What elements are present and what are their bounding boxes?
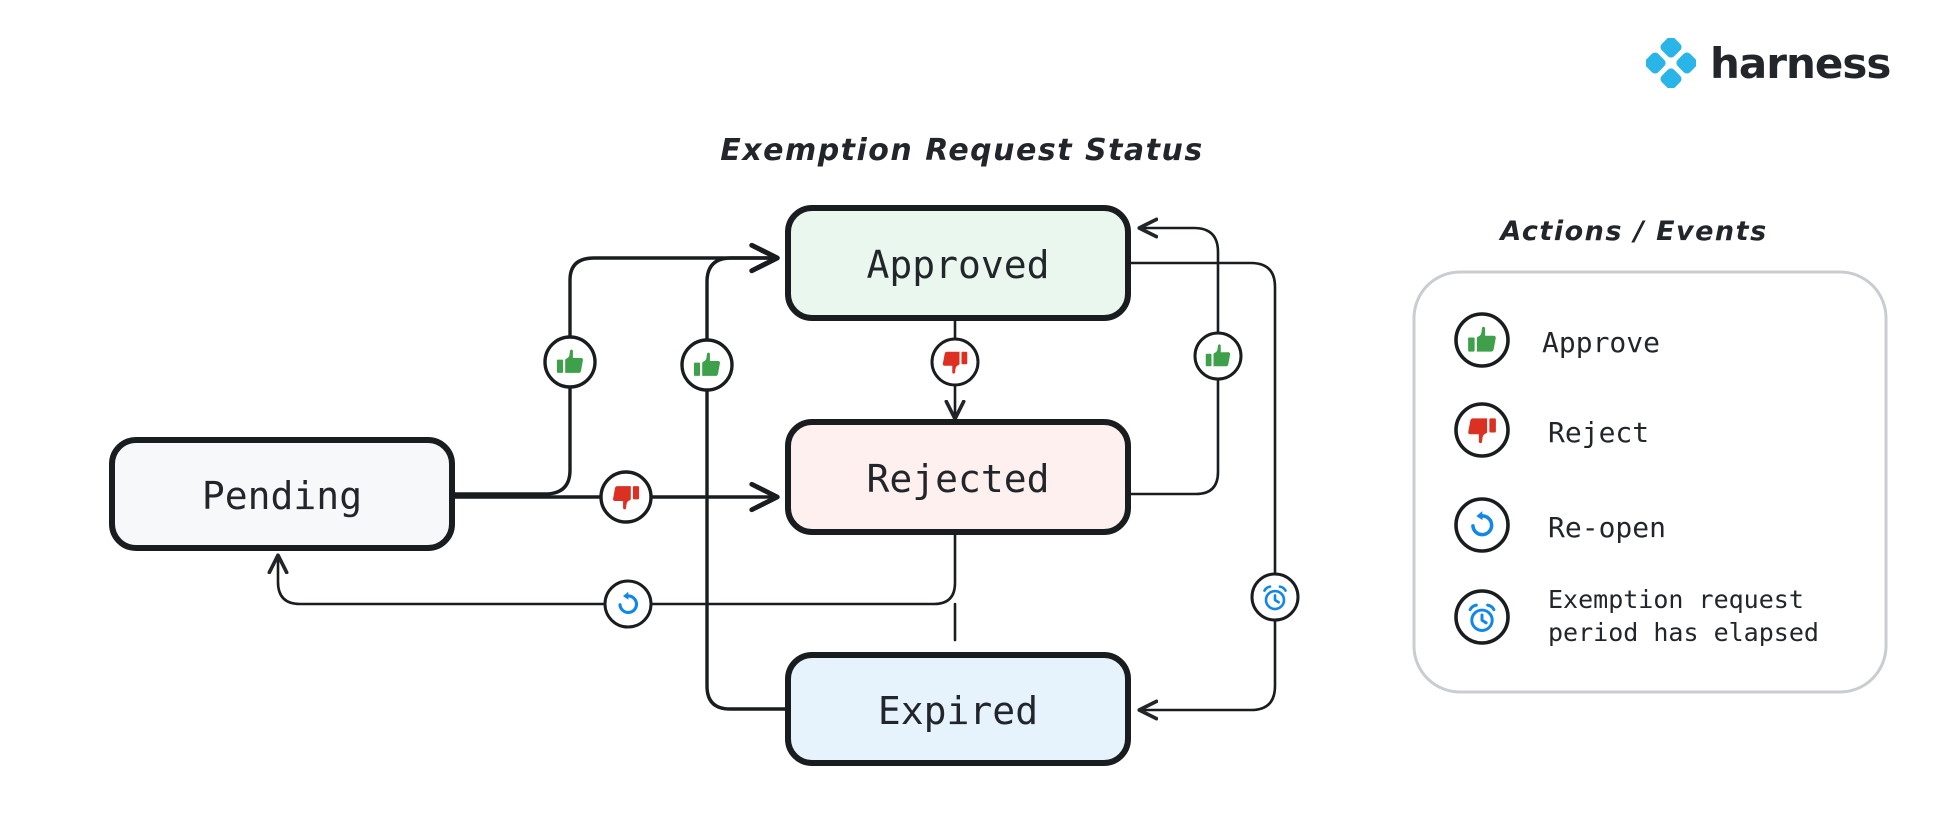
legend-label-reject: Reject [1548,416,1649,449]
harness-wordmark: harness [1710,38,1891,88]
state-node-approved[interactable]: Approved [785,205,1131,321]
edge-expired-approved-lower [705,386,790,711]
edge-pending-approved-lower [450,383,572,496]
legend-label-reopen: Re-open [1548,511,1666,544]
legend-item-reopen[interactable]: Re-open [1454,497,1666,553]
state-label-expired: Expired [878,689,1038,733]
legend-panel: Actions / Events Approve Reject [1412,216,1888,694]
legend-item-elapsed[interactable]: Exemption request period has elapsed [1454,585,1819,647]
badge-reopen-rejected-pending[interactable] [603,579,653,629]
edge-approved-expired-lower [1140,618,1277,710]
edge-pending-approved-upper [568,242,780,341]
state-node-expired[interactable]: Expired [785,652,1131,766]
edge-rejected-approved-upper [1140,228,1220,335]
legend-item-reject[interactable]: Reject [1454,402,1649,458]
legend-item-approve[interactable]: Approve [1454,312,1660,368]
edge-rejected-pending-right [649,530,957,606]
legend-label-approve: Approve [1542,326,1660,359]
state-label-approved: Approved [866,243,1049,287]
harness-diamond-logo-icon [1644,36,1698,90]
state-node-pending[interactable]: Pending [109,437,455,551]
transition-edges [278,228,1277,711]
legend-panel-border [1412,270,1888,694]
state-label-pending: Pending [202,474,362,518]
transition-badges [543,331,1300,629]
badge-approve-expired-approved[interactable] [680,338,734,392]
edge-expired-approved-upper [705,242,780,344]
legend-label-elapsed-line1: Exemption request [1548,585,1804,614]
edge-approved-expired-upper [1126,261,1277,576]
state-nodes: Pending Approved Rejected Expired [109,205,1131,766]
badge-approve-rejected-approved[interactable] [1193,331,1243,381]
harness-logo: harness [1644,36,1891,90]
diagram-title: Exemption Request Status [720,133,1203,168]
badge-approve-pending-approved[interactable] [543,335,597,389]
edge-rejected-approved-lower [1126,377,1220,496]
legend-title: Actions / Events [1498,216,1767,247]
state-label-rejected: Rejected [866,457,1049,501]
badge-elapsed-approved-expired[interactable] [1250,572,1300,622]
badge-reject-pending-rejected[interactable] [599,470,653,524]
legend-label-elapsed-line2: period has elapsed [1548,618,1819,647]
badge-reject-approved-rejected[interactable] [930,337,980,387]
state-node-rejected[interactable]: Rejected [785,419,1131,535]
edge-rejected-pending-left [278,556,607,606]
